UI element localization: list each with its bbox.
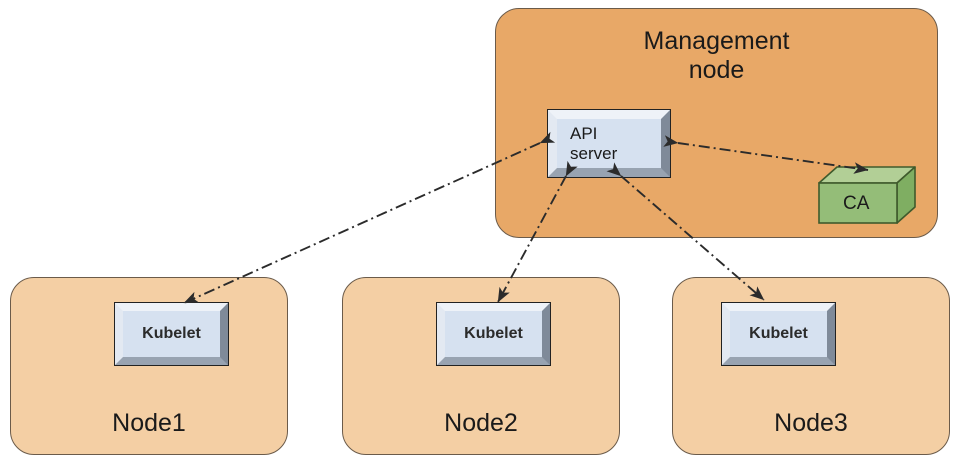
kubelet-bevel-3 [722, 303, 835, 365]
worker-node-label-1: Node1 [112, 409, 186, 437]
worker-node-label-3: Node3 [774, 409, 848, 437]
kubelet-label-2: Kubelet [464, 324, 523, 342]
kubelet-box-1[interactable]: Kubelet [114, 302, 229, 366]
worker-node-region-2[interactable]: Kubelet Node2 [342, 277, 620, 455]
ca-box[interactable]: CA [818, 166, 916, 225]
worker-node-label-2: Node2 [444, 409, 518, 437]
kubelet-bevel-2 [437, 303, 550, 365]
kubelet-box-3[interactable]: Kubelet [721, 302, 836, 366]
ca-label: CA [843, 193, 870, 214]
management-node-label: Management node [643, 27, 790, 84]
ca-cuboid-shape [818, 166, 916, 224]
kubelet-label-1: Kubelet [142, 324, 201, 342]
api-server-box[interactable]: API server [547, 109, 671, 178]
management-node-region[interactable]: Management node API server CA [495, 8, 938, 238]
kubelet-label-3: Kubelet [749, 324, 808, 342]
kubelet-bevel-1 [115, 303, 228, 365]
worker-node-region-3[interactable]: Kubelet Node3 [672, 277, 950, 455]
kubelet-box-2[interactable]: Kubelet [436, 302, 551, 366]
api-server-label: API server [570, 123, 618, 163]
worker-node-region-1[interactable]: Kubelet Node1 [10, 277, 288, 455]
